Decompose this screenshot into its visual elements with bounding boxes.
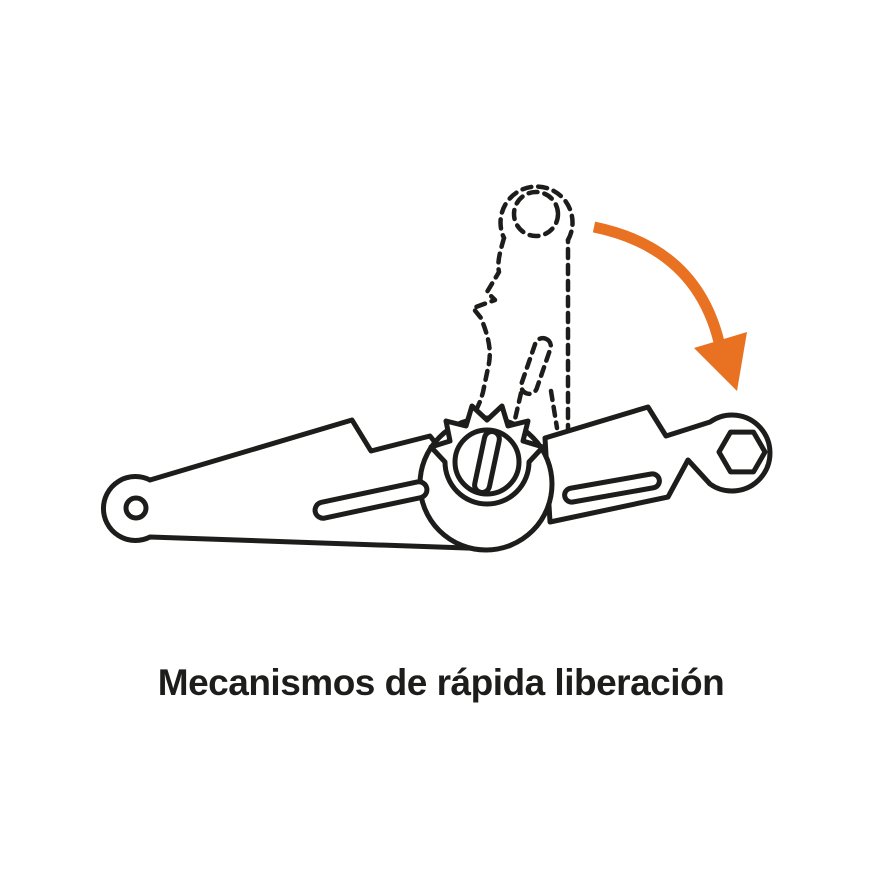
rotation-arrow-icon	[592, 221, 747, 391]
dashed-handle-top	[498, 184, 575, 243]
left-strap-slot	[312, 479, 430, 521]
dashed-handle-left-edge	[468, 235, 507, 423]
dashed-detail-right	[548, 388, 560, 431]
left-lever-arm	[100, 417, 500, 552]
left-arm-pivot-hole	[123, 495, 149, 521]
left-arm-body	[100, 417, 500, 552]
released-handle-dashed-outline	[468, 184, 575, 437]
hex-socket-hole	[716, 429, 768, 475]
hub-slot	[472, 429, 502, 495]
strap-slots	[312, 471, 662, 521]
ratchet-gear	[417, 403, 555, 553]
caption: Mecanismos de rápida liberación	[157, 662, 725, 703]
right-strap-slot	[562, 471, 662, 505]
rotation-arrow-head	[694, 332, 747, 391]
dashed-handle-slot	[518, 335, 554, 397]
rotation-arrow-shaft	[592, 221, 725, 344]
dashed-handle-ring	[511, 189, 561, 239]
right-arm-hex-socket	[542, 404, 773, 525]
